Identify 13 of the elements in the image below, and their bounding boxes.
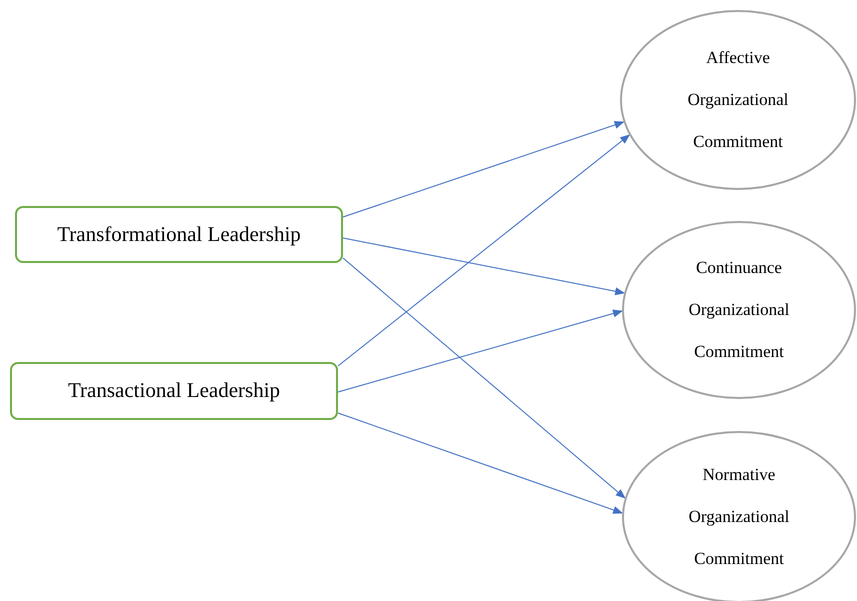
arrow: [338, 134, 630, 366]
node-label: Transactional Leadership: [68, 377, 280, 404]
arrow: [342, 258, 626, 499]
rounded-box: [15, 206, 343, 263]
node-label: Normative Organizational Commitment: [688, 464, 790, 570]
node-label: Transformational Leadership: [57, 220, 301, 248]
arrow: [342, 238, 626, 296]
node-label: Affective Organizational Commitment: [686, 47, 790, 153]
rounded-box: [10, 362, 338, 420]
arrow: [338, 412, 624, 514]
arrow: [342, 121, 625, 218]
arrow: [338, 310, 623, 392]
node-label: Continuance Organizational Commitment: [688, 257, 790, 363]
